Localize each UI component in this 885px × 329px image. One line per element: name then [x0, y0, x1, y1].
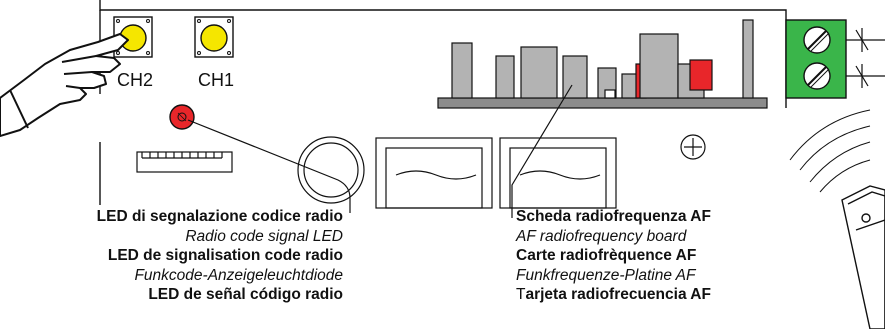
pin-connector — [136, 151, 233, 173]
led-leader-line — [187, 119, 351, 213]
rf-caption-spanish-initial: T — [516, 286, 526, 303]
rf-caption-english: AF radiofrequency board — [516, 227, 687, 245]
relay-right — [499, 137, 617, 209]
led-caption-german: Funkcode-Anzeigeleuchtdiode — [134, 266, 343, 284]
round-component — [297, 136, 365, 204]
antenna-icon — [846, 28, 885, 88]
ch1-button[interactable] — [194, 16, 234, 58]
rf-caption-spanish-rest: arjeta radiofrecuencia AF — [525, 286, 711, 303]
rf-caption-german: Funkfrequenze-Platine AF — [516, 266, 696, 284]
ch1-label: CH1 — [198, 70, 234, 90]
rf-caption-italian: Scheda radiofrequenza AF — [516, 208, 711, 225]
led-caption-spanish: LED de señal código radio — [148, 286, 343, 303]
led-caption-french: LED de signalisation code radio — [107, 247, 343, 264]
pointing-hand-icon — [0, 33, 129, 137]
rf-board — [437, 19, 768, 109]
radio-waves-icon — [789, 109, 871, 193]
rf-leader-line — [511, 84, 573, 218]
led-caption-italian: LED di segnalazione codice radio — [96, 208, 343, 225]
radio-code-led — [169, 104, 195, 130]
rf-board-caption: Scheda radiofrequenza AF AF radiofrequen… — [516, 207, 816, 305]
led-caption: LED di segnalazione codice radio Radio c… — [0, 207, 343, 305]
remote-transmitter-icon — [841, 185, 885, 329]
relay-left — [375, 137, 493, 209]
led-caption-english: Radio code signal LED — [185, 227, 343, 245]
trimmer-screw — [680, 134, 706, 160]
terminal-block — [785, 19, 847, 99]
rf-caption-spanish: Tarjeta radiofrecuencia AF — [516, 285, 816, 305]
rf-caption-french: Carte radiofrèquence AF — [516, 247, 697, 264]
ch2-button[interactable] — [113, 16, 153, 58]
ch2-label: CH2 — [117, 70, 153, 90]
